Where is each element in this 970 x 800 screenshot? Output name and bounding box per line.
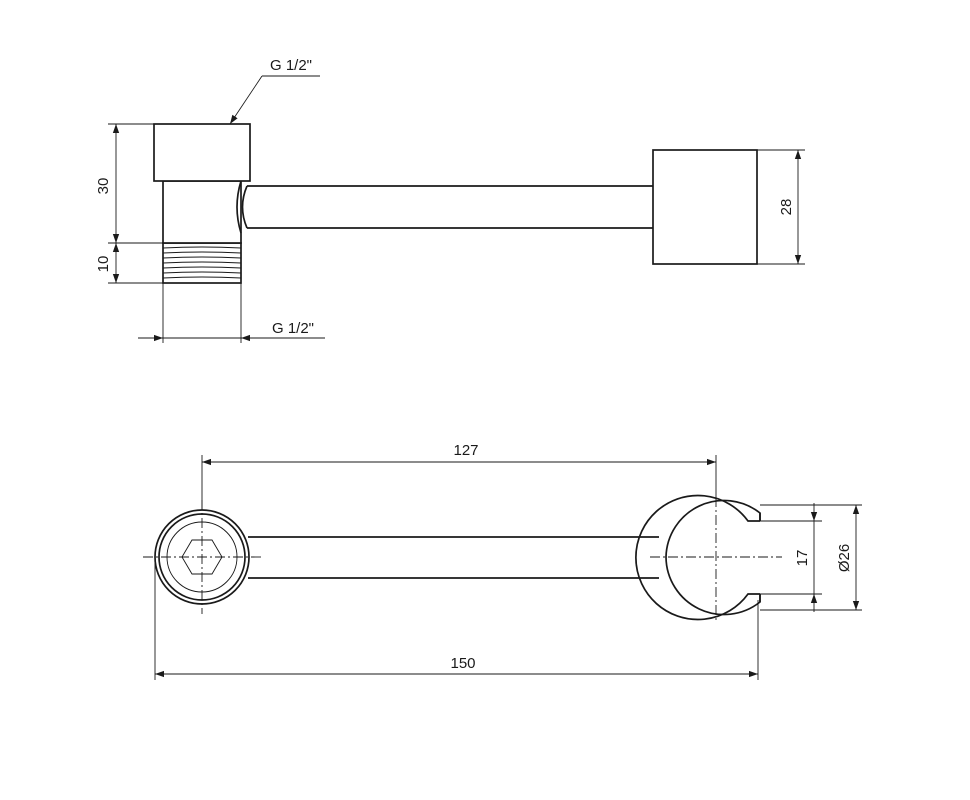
side-view: 30 10 G 1/2" G 1/2" 28 [95, 57, 805, 343]
arm-tube [236, 180, 659, 234]
dimension-150: 150 [154, 560, 759, 680]
dimension-28: 28 [757, 149, 805, 265]
dimension-26: Ø26 [760, 504, 862, 611]
holder-block [652, 149, 758, 265]
dim-28-label: 28 [778, 199, 795, 216]
thread-callout-top: G 1/2" [229, 57, 320, 125]
dim-127-label: 127 [453, 442, 478, 459]
dim-150-label: 150 [450, 655, 475, 672]
hex-nut [153, 123, 251, 182]
thread-top-label: G 1/2" [270, 57, 312, 74]
fitting-body [162, 180, 242, 244]
thread-section [162, 242, 242, 284]
dim-30-label: 30 [95, 178, 112, 195]
thread-callout-bottom: G 1/2" [138, 283, 325, 343]
dim-26-label: Ø26 [836, 544, 853, 572]
dimension-127: 127 [201, 442, 717, 510]
nut-top [143, 500, 262, 614]
top-view: 127 150 17 Ø26 [143, 442, 862, 680]
dim-10-label: 10 [95, 256, 112, 273]
dimension-30: 30 [95, 123, 163, 244]
arm-top [248, 536, 659, 579]
dim-17-label: 17 [794, 550, 811, 567]
thread-bottom-label: G 1/2" [272, 320, 314, 337]
dimension-17: 17 [760, 503, 822, 612]
dimension-10: 10 [95, 243, 163, 284]
ring-holder [635, 494, 782, 621]
